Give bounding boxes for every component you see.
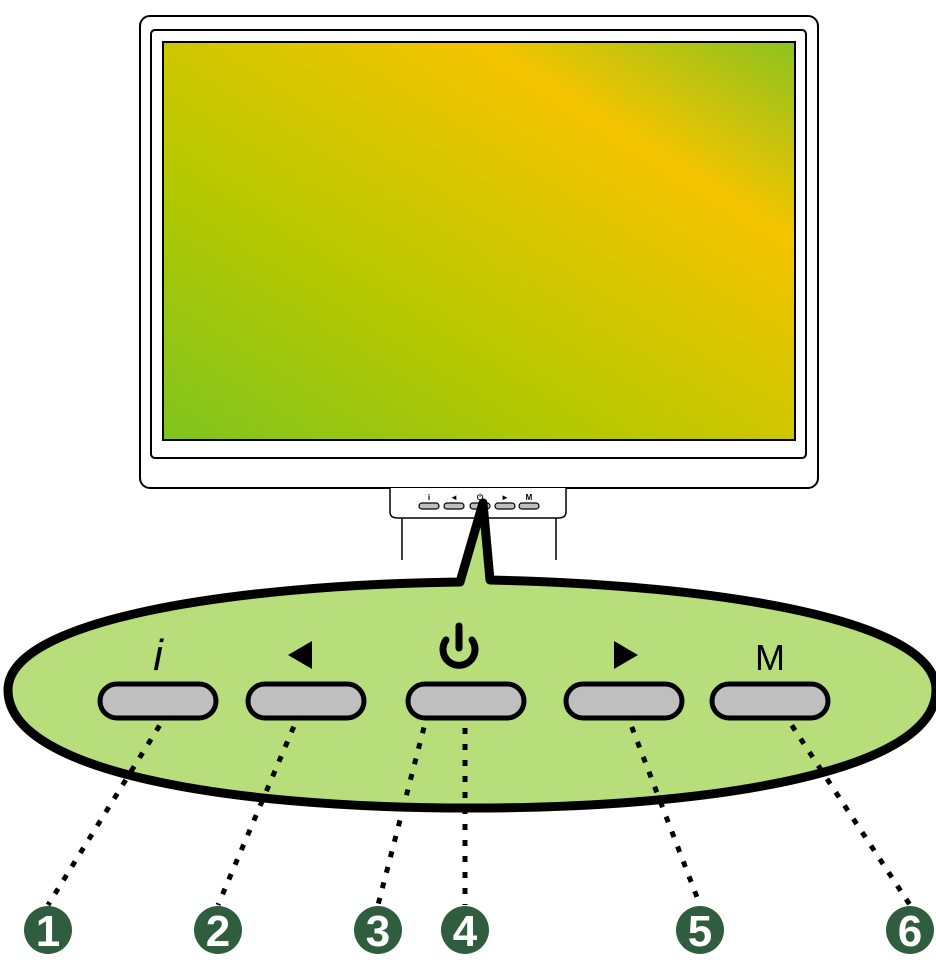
info-button[interactable] <box>97 681 219 721</box>
mini-button-left[interactable] <box>443 502 465 510</box>
mini-panel-buttons <box>418 502 540 510</box>
callout-marker-circle <box>441 906 489 954</box>
right-button[interactable] <box>563 681 685 721</box>
mini-button-menu[interactable] <box>518 502 540 510</box>
mini-label-info: i <box>428 493 430 502</box>
callout-number: 5 <box>688 907 712 956</box>
callout-marker-circle <box>24 906 72 954</box>
leader-lines <box>45 710 913 907</box>
power-button[interactable] <box>405 681 527 721</box>
mini-label-power: ⏻ <box>477 493 484 502</box>
left-button[interactable] <box>245 681 367 721</box>
callout-marker-4: 4 <box>441 906 489 956</box>
callout-number: 3 <box>366 907 390 956</box>
power-icon <box>439 622 479 669</box>
callout-marker-circle <box>194 906 242 954</box>
callout-number: 6 <box>898 907 922 956</box>
info-icon: i <box>153 631 164 680</box>
callout-marker-6: 6 <box>886 906 934 956</box>
mini-panel-labels: i ◄ ⏻ ► M <box>428 493 533 502</box>
mini-label-menu: M <box>526 493 533 502</box>
callout-marker-circle <box>676 906 724 954</box>
button-symbols: i M <box>153 622 785 680</box>
callout-marker-circle <box>886 906 934 954</box>
callout-number: 1 <box>36 907 60 956</box>
right-arrow-icon <box>614 641 638 669</box>
leader-line-5 <box>623 711 703 906</box>
callout-marker-1: 1 <box>24 906 72 956</box>
callout-marker-2: 2 <box>194 906 242 956</box>
callout-markers: 1 2 3 4 5 6 <box>24 906 934 956</box>
monitor-screen <box>162 41 796 441</box>
leader-line-3 <box>375 711 431 906</box>
control-buttons <box>97 681 831 721</box>
monitor <box>139 15 819 489</box>
left-arrow-icon <box>288 641 312 669</box>
mini-button-right[interactable] <box>494 502 516 510</box>
leader-line-2 <box>215 711 303 906</box>
callout-marker-3: 3 <box>354 906 402 956</box>
mini-label-left: ◄ <box>450 493 458 502</box>
stand-neck <box>401 515 557 560</box>
mini-label-right: ► <box>501 493 509 502</box>
menu-button[interactable] <box>709 681 831 721</box>
leader-line-6 <box>780 710 913 907</box>
menu-icon: M <box>755 637 785 678</box>
callout-number: 2 <box>206 907 230 956</box>
callout-number: 4 <box>453 907 478 956</box>
mini-button-info[interactable] <box>418 502 440 510</box>
callout-marker-circle <box>354 906 402 954</box>
callout-marker-5: 5 <box>676 906 724 956</box>
leader-line-1 <box>45 710 171 907</box>
